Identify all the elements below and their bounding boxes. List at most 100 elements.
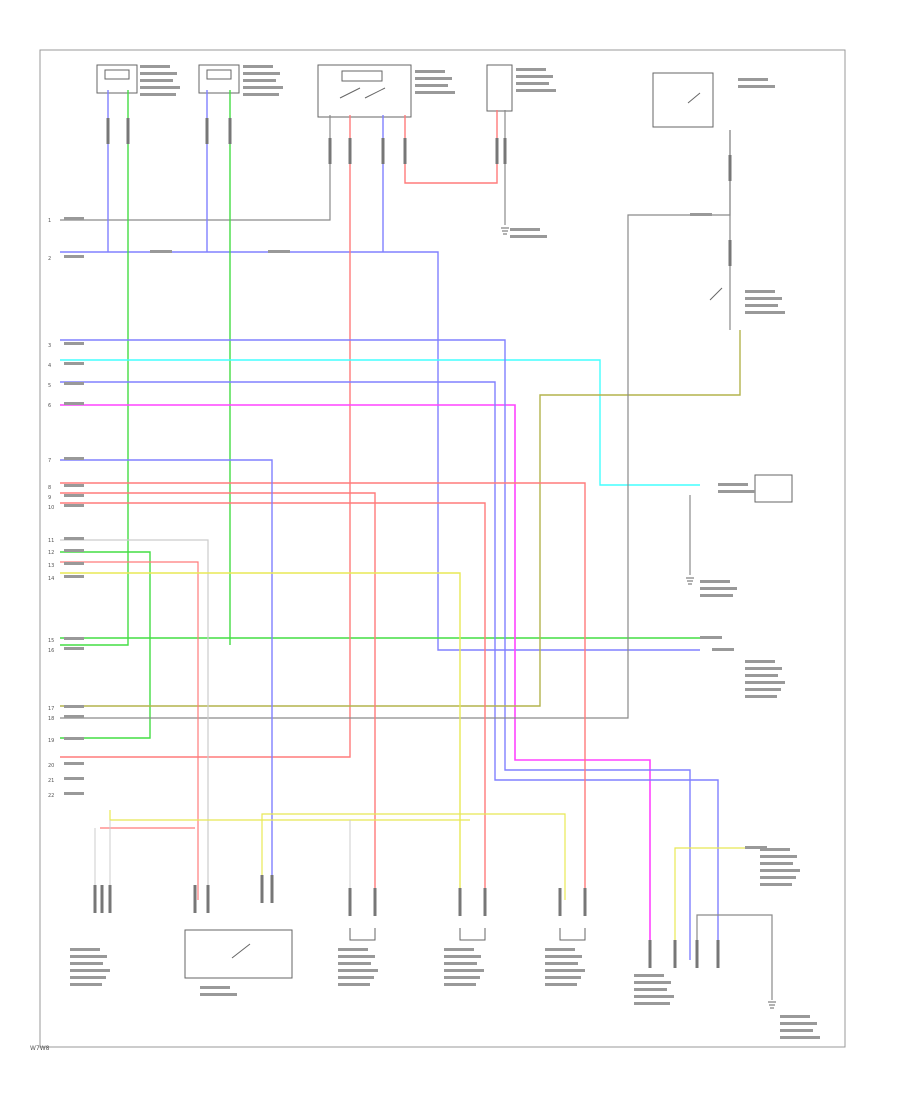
row-number: 11 [48, 538, 54, 544]
wire-code-tag [64, 382, 84, 385]
fine-print [415, 70, 445, 73]
fine-print [338, 969, 378, 972]
wire-red-row9 [60, 492, 376, 900]
fine-print [516, 75, 553, 78]
fine-print [516, 89, 556, 92]
fine-print [510, 235, 547, 238]
connector-pin [228, 118, 232, 144]
fine-print [745, 311, 785, 314]
wire-red-row13 [60, 561, 199, 900]
fine-print [444, 962, 477, 965]
connector-pin [558, 888, 562, 916]
sensor-right-housing [754, 474, 793, 503]
fine-print [545, 955, 582, 958]
fine-print [700, 594, 733, 597]
row-number: 20 [48, 763, 54, 769]
page-frame [39, 49, 846, 1048]
connector-pin [695, 940, 699, 968]
fine-print [516, 82, 549, 85]
fine-print [760, 848, 790, 851]
fine-print [200, 993, 237, 996]
connector-pin [93, 885, 97, 913]
wire-blue-row5 [60, 381, 719, 960]
connector-pin [381, 138, 385, 164]
connector-pin [100, 885, 104, 913]
wire-code-tag [64, 762, 84, 765]
wire-red-row10 [60, 502, 486, 900]
wire-code-tag [64, 362, 84, 365]
fine-print [243, 65, 273, 68]
connector-pin [205, 118, 209, 144]
fine-print [634, 1002, 670, 1005]
row-number: 15 [48, 638, 54, 644]
fine-print [745, 688, 781, 691]
wire-code-tag [745, 846, 767, 849]
fine-print [545, 948, 575, 951]
wire-code-tag [64, 637, 84, 640]
wire-code-tag [700, 636, 722, 639]
wire-code-tag [64, 715, 84, 718]
wire-blue-row7 [60, 459, 273, 900]
row-number: 14 [48, 576, 54, 582]
connector-pin [193, 885, 197, 913]
row-number: 7 [48, 458, 51, 464]
row-number: 4 [48, 363, 51, 369]
wire-code-tag [712, 648, 734, 651]
fine-print [745, 290, 775, 293]
fine-print [70, 983, 102, 986]
connector-pin [108, 885, 112, 913]
fuel-switch-housing [486, 64, 513, 112]
fine-print [634, 988, 667, 991]
fine-print [760, 869, 800, 872]
fine-print [70, 948, 100, 951]
fine-print [140, 72, 177, 75]
row-number: 13 [48, 563, 54, 569]
fine-print [140, 86, 180, 89]
wire-code-tag [64, 402, 84, 405]
connector-pin [206, 885, 210, 913]
fine-print [70, 969, 110, 972]
row-number: 21 [48, 778, 54, 784]
connector-pin [270, 875, 274, 903]
fine-print [634, 981, 671, 984]
fine-print [780, 1015, 810, 1018]
row-number: 18 [48, 716, 54, 722]
fine-print [745, 674, 778, 677]
wire-code-tag [150, 250, 172, 253]
fuel-pump-relay-housing [317, 64, 412, 118]
wire-code-tag [64, 737, 84, 740]
wire-harness [60, 90, 773, 1000]
wire-gray-row18 [60, 130, 731, 719]
page-code: W7W8 [30, 1045, 50, 1052]
wire-gray-right-gnd [696, 914, 773, 1000]
wire-lgray-row11 [60, 539, 209, 900]
fine-print [444, 969, 484, 972]
fine-print [70, 955, 107, 958]
fine-print [510, 228, 540, 231]
connector-pin [260, 875, 264, 903]
fine-print [243, 93, 279, 96]
fine-print [444, 976, 480, 979]
connector-pin [495, 138, 499, 164]
wire-blue-row2-bus [60, 251, 700, 651]
fine-print [745, 667, 782, 670]
fine-print [516, 68, 546, 71]
wire-code-tag [64, 777, 84, 780]
fine-print [634, 974, 664, 977]
row-number: 16 [48, 648, 54, 654]
fine-print [760, 855, 797, 858]
row-number: 5 [48, 383, 51, 389]
fine-print [140, 93, 176, 96]
wire-olive-row17 [60, 330, 741, 707]
wire-code-tag [64, 562, 84, 565]
wire-yellow-right [674, 847, 750, 960]
switch-contact [364, 87, 386, 99]
fine-print [338, 955, 375, 958]
row-number: 3 [48, 343, 51, 349]
fine-print [745, 681, 785, 684]
fine-print [444, 955, 481, 958]
sensor-body [459, 928, 486, 941]
row-number: 2 [48, 256, 51, 262]
